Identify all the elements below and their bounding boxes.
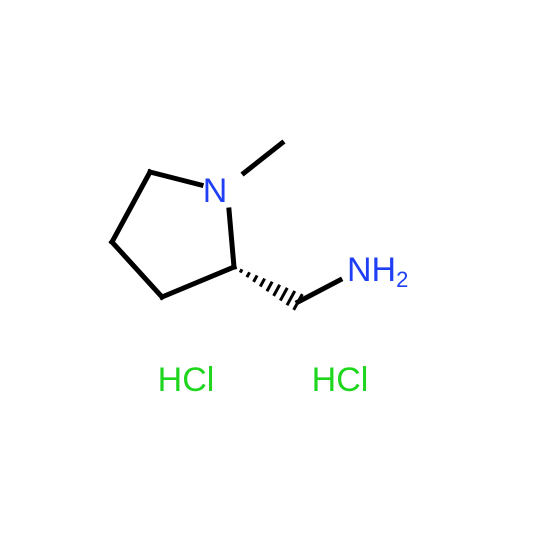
hcl-label-1: HCl xyxy=(158,361,215,399)
bond-n-methyl xyxy=(240,139,286,177)
bond-ch2-nh2 xyxy=(294,276,344,306)
hashed-wedge-bond xyxy=(232,265,304,311)
amine-label-text: NH xyxy=(347,251,396,289)
bond-c3-c2 xyxy=(158,263,238,301)
bond-c5-c4 xyxy=(108,168,154,246)
amine-subscript: 2 xyxy=(396,267,408,292)
bond-c2-n xyxy=(226,207,237,270)
bond-c4-c3 xyxy=(108,238,166,301)
hcl-label-2: HCl xyxy=(312,361,369,399)
ring-nitrogen-label: N xyxy=(203,172,228,210)
hash-stroke xyxy=(265,280,274,292)
hash-stroke xyxy=(252,274,259,283)
hash-stroke xyxy=(278,287,289,302)
hash-stroke xyxy=(258,277,266,288)
hash-stroke xyxy=(245,271,251,278)
amine-label: NH2 xyxy=(347,251,408,292)
bond-n-c5 xyxy=(146,168,205,189)
hash-stroke xyxy=(285,290,297,306)
hash-stroke xyxy=(232,265,236,269)
hash-stroke xyxy=(272,284,282,297)
hash-stroke xyxy=(238,268,244,274)
